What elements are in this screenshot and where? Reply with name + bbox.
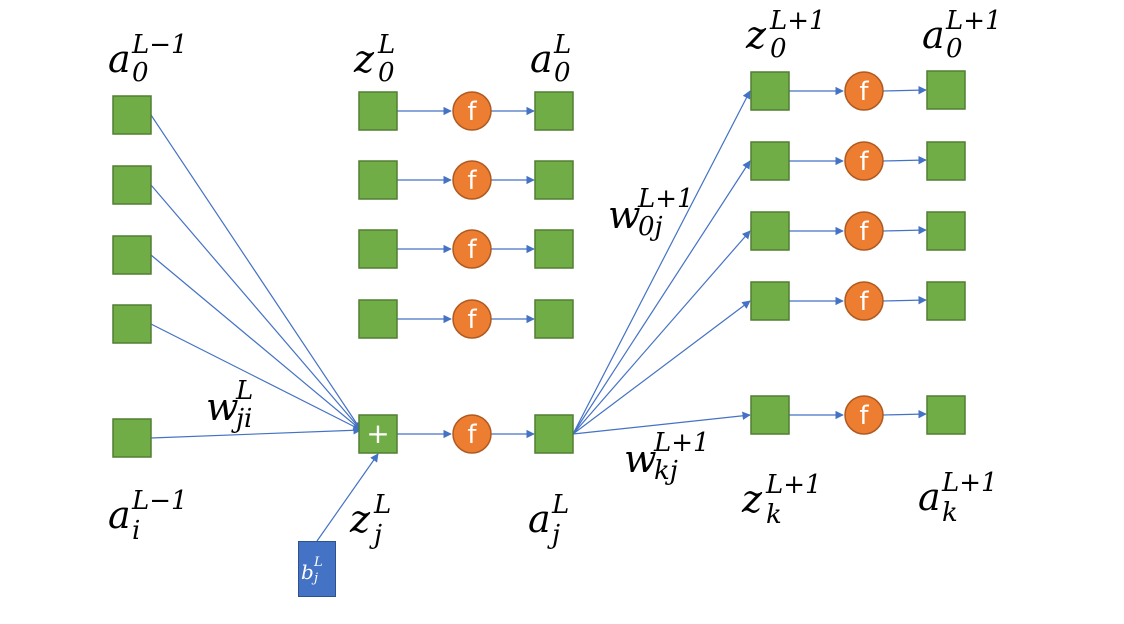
z-node-1 <box>358 160 398 200</box>
activation-symbol: f <box>859 147 869 177</box>
edge-prev-to-zj-3 <box>150 323 362 431</box>
next-edge-f-to-a-4 <box>882 409 927 419</box>
activation-symbol: f <box>859 217 869 247</box>
next-z-node-3 <box>750 281 790 321</box>
activation-symbol: f <box>467 305 477 335</box>
next-edge-f-to-a-1 <box>882 155 927 165</box>
next-z-node-4 <box>750 395 790 435</box>
next-activation-node-4 <box>844 395 884 435</box>
next-a-node-3 <box>926 281 966 321</box>
a-node-3 <box>534 299 574 339</box>
next-activation-node-2 <box>844 211 884 251</box>
next-a-node-2 <box>926 211 966 251</box>
edge-prev-to-zj-4 <box>150 426 362 439</box>
next-a-node-1 <box>926 141 966 181</box>
a-node-j <box>534 414 574 454</box>
next-edge-f-to-a-3 <box>882 295 927 305</box>
activation-node-0 <box>452 91 492 131</box>
next-activation-node-3 <box>844 281 884 321</box>
activation-symbol: f <box>467 420 477 450</box>
edge-aj-to-next-0 <box>572 90 751 435</box>
next-edge-f-to-a-0 <box>882 85 927 95</box>
a-node-2 <box>534 229 574 269</box>
next-activation-node-0 <box>844 71 884 111</box>
next-activation-node-1 <box>844 141 884 181</box>
edge-aj-to-next-2 <box>572 230 751 435</box>
next-z-node-1 <box>750 141 790 181</box>
activation-symbol: f <box>859 77 869 107</box>
z-node-2 <box>358 229 398 269</box>
next-a-node-4 <box>926 395 966 435</box>
next-z-node-0 <box>750 71 790 111</box>
edge-bias-to-zj <box>316 453 379 542</box>
activation-symbol: f <box>467 97 477 127</box>
a-node-1 <box>534 160 574 200</box>
activation-symbol: f <box>859 287 869 317</box>
z-node-0 <box>358 91 398 131</box>
prev-layer-node-1 <box>112 165 152 205</box>
edge-aj-to-next-4 <box>572 411 751 435</box>
z-node-3 <box>358 299 398 339</box>
edge-prev-to-zj-1 <box>150 184 362 431</box>
prev-layer-node-3 <box>112 304 152 344</box>
activation-symbol: f <box>859 401 869 431</box>
edge-prev-to-zj-2 <box>150 254 362 431</box>
sum-symbol: + <box>366 417 389 450</box>
next-edge-f-to-a-2 <box>882 225 927 235</box>
next-a-node-0 <box>926 70 966 110</box>
a-node-0 <box>534 91 574 131</box>
edge-prev-to-zj-0 <box>150 114 362 431</box>
z-node-j <box>358 414 398 454</box>
activation-node-j <box>452 414 492 454</box>
activation-node-2 <box>452 229 492 269</box>
activation-symbol: f <box>467 235 477 265</box>
edge-aj-to-next-1 <box>572 160 751 435</box>
next-z-node-2 <box>750 211 790 251</box>
activation-symbol: f <box>467 166 477 196</box>
edge-aj-to-next-3 <box>572 300 751 435</box>
prev-layer-node-0 <box>112 95 152 135</box>
activation-node-1 <box>452 160 492 200</box>
prev-layer-node-2 <box>112 235 152 275</box>
activation-node-3 <box>452 299 492 339</box>
prev-layer-node-4 <box>112 418 152 458</box>
